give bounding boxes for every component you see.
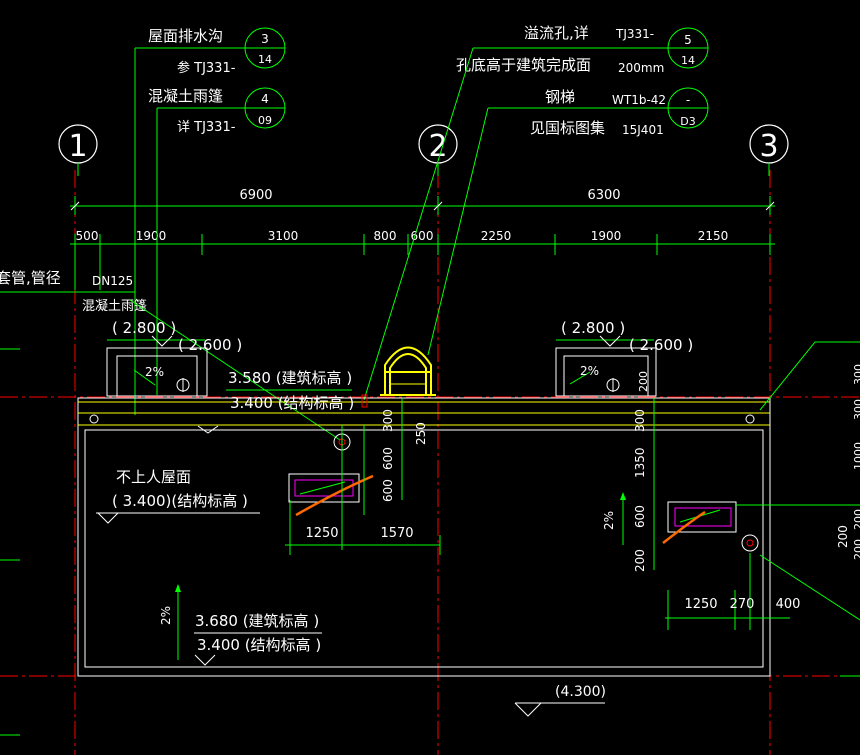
callout-canopy: 混凝土雨篷 详 TJ331- 4 09 xyxy=(148,87,286,395)
canopy-right: 2% ( 2.800 ) ( 2.600 ) 200 xyxy=(555,319,693,397)
svg-text:参 TJ331-: 参 TJ331- xyxy=(177,60,236,76)
svg-text:200: 200 xyxy=(637,371,650,392)
svg-text:2%: 2% xyxy=(159,606,173,625)
slope-arrows: 2% 2% xyxy=(159,492,626,660)
svg-text:TJ331-: TJ331- xyxy=(615,27,654,41)
svg-text:270: 270 xyxy=(730,597,755,612)
svg-text:3: 3 xyxy=(261,32,269,46)
elev-3400: 3.400 (结构标高 ) xyxy=(230,394,354,412)
svg-text:2: 2 xyxy=(428,129,447,164)
overall-dimension xyxy=(70,196,775,215)
edge-ticks xyxy=(0,348,860,736)
svg-text:200: 200 xyxy=(836,525,850,548)
svg-text:2%: 2% xyxy=(145,365,164,379)
svg-text:混凝土雨篷: 混凝土雨篷 xyxy=(82,298,147,314)
svg-text:2250: 2250 xyxy=(481,229,512,243)
svg-text:1570: 1570 xyxy=(380,526,413,541)
svg-text:09: 09 xyxy=(258,114,272,127)
elev-3580: 3.580 (建筑标高 ) xyxy=(228,369,352,387)
svg-text:溢流孔,详: 溢流孔,详 xyxy=(524,24,589,42)
svg-text:200: 200 xyxy=(852,539,860,560)
dim-6300: 6300 xyxy=(587,188,620,203)
svg-text:14: 14 xyxy=(681,54,695,67)
svg-text:(4.300): (4.300) xyxy=(555,684,606,700)
svg-text:1000: 1000 xyxy=(852,442,860,470)
svg-text:1900: 1900 xyxy=(136,229,167,243)
svg-text:14: 14 xyxy=(258,53,272,66)
svg-text:600: 600 xyxy=(633,505,647,528)
svg-text:D3: D3 xyxy=(680,115,695,128)
svg-text:( 2.600 ): ( 2.600 ) xyxy=(629,336,693,354)
svg-text:1: 1 xyxy=(68,129,87,164)
svg-text:3: 3 xyxy=(759,129,778,164)
svg-text:500: 500 xyxy=(76,229,99,243)
svg-text:200: 200 xyxy=(852,509,860,530)
roof-note-lower: 3.680 (建筑标高 ) 3.400 (结构标高 ) xyxy=(194,612,322,666)
svg-text:( 2.600 ): ( 2.600 ) xyxy=(178,336,242,354)
vertical-dims-right: 300 1350 600 200 200 xyxy=(633,398,850,572)
svg-text:WT1b-42: WT1b-42 xyxy=(612,93,666,107)
svg-text:600: 600 xyxy=(381,447,395,470)
axis-bubble-2: 2 xyxy=(418,124,458,164)
svg-text:300: 300 xyxy=(852,364,860,385)
svg-text:不上人屋面: 不上人屋面 xyxy=(116,468,191,486)
bottom-elevation: (4.300) xyxy=(514,684,606,717)
drain-right: 1250 270 400 xyxy=(662,501,801,630)
svg-text:300: 300 xyxy=(852,399,860,420)
canopy-left: 2% ( 2.800 ) ( 2.600 ) xyxy=(106,319,242,397)
vertical-dims-left: 300 250 600 600 xyxy=(381,398,428,502)
svg-text:1350: 1350 xyxy=(633,447,647,478)
callout-overflow: 溢流孔,详 TJ331- 孔底高于建筑完成面 200mm 5 14 xyxy=(363,24,709,401)
svg-text:( 2.800 ): ( 2.800 ) xyxy=(561,319,625,337)
svg-text:300: 300 xyxy=(633,409,647,432)
svg-text:15J401: 15J401 xyxy=(622,123,664,137)
axis-bubble-3: 3 xyxy=(749,124,789,164)
svg-text:详 TJ331-: 详 TJ331- xyxy=(177,120,236,135)
svg-text:1250: 1250 xyxy=(684,597,717,612)
svg-text:( 3.400)(结构标高 ): ( 3.400)(结构标高 ) xyxy=(112,492,248,510)
svg-text:见国标图集: 见国标图集 xyxy=(530,119,605,137)
segment-labels: 500 1900 3100 800 600 2250 1900 2150 xyxy=(76,229,729,243)
svg-text:4: 4 xyxy=(261,92,269,106)
svg-text:2%: 2% xyxy=(580,364,599,378)
svg-text:DN125: DN125 xyxy=(92,274,133,288)
svg-text:600: 600 xyxy=(381,479,395,502)
svg-text:5: 5 xyxy=(684,33,692,47)
dim-6900: 6900 xyxy=(239,188,272,203)
svg-text:孔底高于建筑完成面: 孔底高于建筑完成面 xyxy=(456,56,591,74)
svg-text:混凝土雨篷: 混凝土雨篷 xyxy=(148,87,223,105)
svg-text:-: - xyxy=(686,93,690,107)
segment-dimension xyxy=(70,234,775,290)
svg-text:2150: 2150 xyxy=(698,229,729,243)
svg-text:1900: 1900 xyxy=(591,229,622,243)
axis-bubble-1: 1 xyxy=(58,124,98,164)
drain-left: 1250 1570 xyxy=(285,425,441,555)
roof-note: 不上人屋面 ( 3.400)(结构标高 ) xyxy=(96,468,260,524)
sleeve-note: 套管,管径 DN125 混凝土雨篷 xyxy=(0,269,341,441)
svg-text:( 2.800 ): ( 2.800 ) xyxy=(112,319,176,337)
overflow-hole xyxy=(361,394,368,408)
svg-text:3100: 3100 xyxy=(268,229,299,243)
edge-dims-right: 300 300 1000 200 200 xyxy=(735,341,860,621)
svg-text:钢梯: 钢梯 xyxy=(545,88,575,106)
svg-text:800: 800 xyxy=(374,229,397,243)
svg-text:屋面排水沟: 屋面排水沟 xyxy=(148,27,223,45)
ladder xyxy=(380,346,436,396)
svg-text:套管,管径: 套管,管径 xyxy=(0,269,61,287)
svg-text:400: 400 xyxy=(776,597,801,612)
svg-text:250: 250 xyxy=(414,422,428,445)
callout-ladder: 钢梯 WT1b-42 见国标图集 15J401 - D3 xyxy=(427,87,709,356)
svg-text:300: 300 xyxy=(381,409,395,432)
svg-text:2%: 2% xyxy=(602,511,616,530)
svg-text:1250: 1250 xyxy=(305,526,338,541)
svg-text:200mm: 200mm xyxy=(618,61,664,75)
svg-text:200: 200 xyxy=(633,549,647,572)
callout-drain: 屋面排水沟 参 TJ331- 3 14 xyxy=(134,27,286,415)
roof-outline xyxy=(77,397,771,677)
svg-text:3.400 (结构标高 ): 3.400 (结构标高 ) xyxy=(197,636,321,654)
svg-text:600: 600 xyxy=(411,229,434,243)
svg-text:3.680 (建筑标高 ): 3.680 (建筑标高 ) xyxy=(195,612,319,630)
